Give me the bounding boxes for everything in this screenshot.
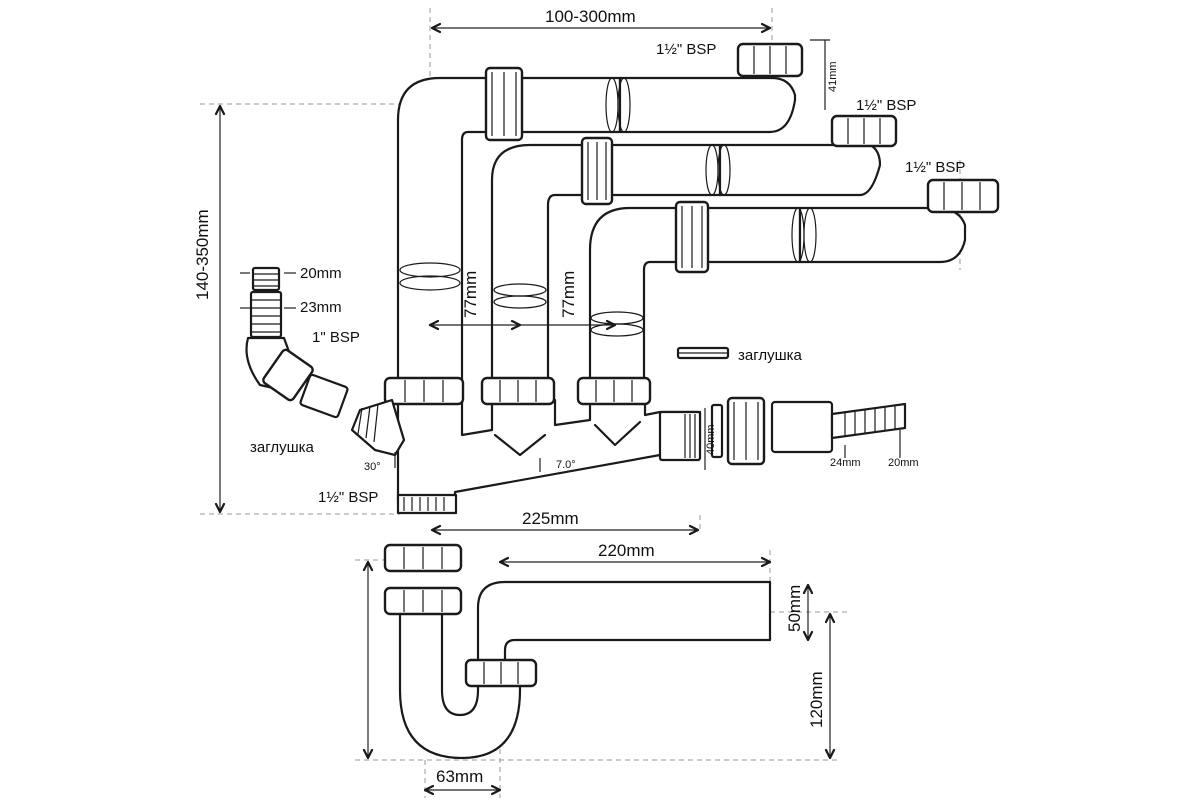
label-bsp-1: 1½" BSP [656,41,716,58]
label-d41: 41mm [827,61,839,92]
left-inlet-assembly [245,266,406,457]
label-d40: 40mm [705,424,717,455]
plug-cap-right [676,346,730,360]
label-plug-right: заглушка [738,347,803,364]
label-spacing-1: 77mm [461,271,480,318]
label-angle-7: 7.0° [556,459,576,471]
label-spacing-2: 77mm [559,271,578,318]
label-d24: 24mm [830,457,861,469]
label-d20-left: 20mm [300,265,342,282]
label-w63: 63mm [436,767,483,786]
label-bsp-bottom: 1½" BSP [318,489,378,506]
p-trap [362,543,836,796]
label-angle-30: 30° [364,461,381,473]
label-d23: 23mm [300,299,342,316]
label-h120: 120mm [807,671,826,728]
label-d50: 50mm [785,585,804,632]
branch-pipe-middle [490,136,882,402]
manifold-body [383,376,702,515]
label-top-width: 100-300mm [545,7,636,26]
outlet-nuts [736,42,1000,214]
label-len-225: 225mm [522,509,579,528]
label-bsp-1in: 1" BSP [312,329,360,346]
label-height-range: 140-350mm [193,209,212,300]
label-plug-left: заглушка [250,439,315,456]
dimension-lines [214,22,901,536]
label-d20-right: 20mm [888,457,919,469]
label-bsp-2: 1½" BSP [856,97,916,114]
label-len-220: 220mm [598,541,655,560]
branch-pipe-bottom [588,200,967,402]
label-bsp-3: 1½" BSP [905,159,965,176]
branch-pipe-top [396,66,797,402]
side-inlet-connector [710,396,907,466]
